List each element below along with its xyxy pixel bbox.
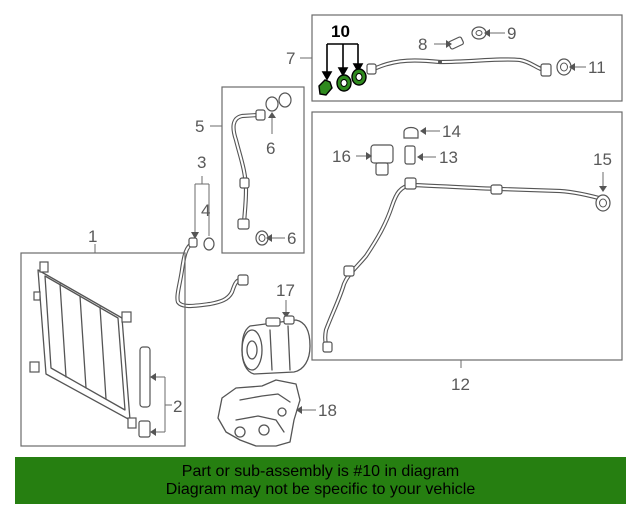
callout-17: 17 (276, 281, 295, 300)
callout-13: 13 (439, 148, 458, 167)
callout-3: 3 (197, 153, 206, 172)
part-10-highlighted (318, 68, 367, 96)
part-12-tube (322, 177, 609, 353)
part-7-pipe (366, 57, 552, 77)
part-11-oring (556, 58, 586, 76)
parts-diagram: 7 10 8 9 (20, 14, 623, 447)
callout-7: 7 (286, 49, 295, 68)
group-12-box (311, 111, 623, 361)
part-8-valve (434, 36, 464, 50)
callout-1: 1 (88, 227, 97, 246)
banner-line-2: Diagram may not be specific to your vehi… (165, 480, 476, 498)
group-1-box (20, 252, 186, 447)
group-5-box (221, 86, 305, 254)
part-13-valve-core (404, 145, 436, 165)
part-14-cap (403, 126, 440, 139)
callout-4: 4 (201, 201, 210, 220)
callout-18: 18 (318, 401, 337, 420)
part-6-oring-bottom (255, 230, 285, 246)
callout-14: 14 (442, 122, 461, 141)
callout-9: 9 (507, 24, 516, 43)
callout-10-leaders (321, 43, 364, 81)
part-15-oring (595, 172, 611, 212)
banner-line-1: Part or sub-assembly is #10 in diagram (181, 462, 460, 480)
callout-2: 2 (173, 397, 182, 416)
callout-8: 8 (418, 35, 427, 54)
part-9-cap (471, 26, 505, 40)
info-banner: Part or sub-assembly is #10 in diagram D… (15, 457, 626, 504)
callout-10: 10 (331, 22, 350, 41)
callout-5: 5 (195, 117, 204, 136)
callout-3-leader (191, 176, 210, 239)
callout-6-bottom: 6 (287, 229, 296, 248)
part-17-compressor (241, 300, 311, 375)
callout-11: 11 (588, 58, 606, 77)
part-4-oring (203, 237, 215, 251)
callout-12: 12 (451, 375, 470, 394)
part-18-bracket (217, 379, 316, 447)
part-2-receiver (138, 346, 172, 438)
callout-16: 16 (332, 147, 351, 166)
part-6-orings-top (265, 92, 292, 134)
part-16-pressure-switch (356, 144, 394, 176)
part-3-hose (175, 237, 249, 309)
part-1-condenser (29, 261, 137, 429)
callout-6-top: 6 (266, 139, 275, 158)
callout-15: 15 (593, 150, 612, 169)
part-5-hose (231, 109, 266, 230)
